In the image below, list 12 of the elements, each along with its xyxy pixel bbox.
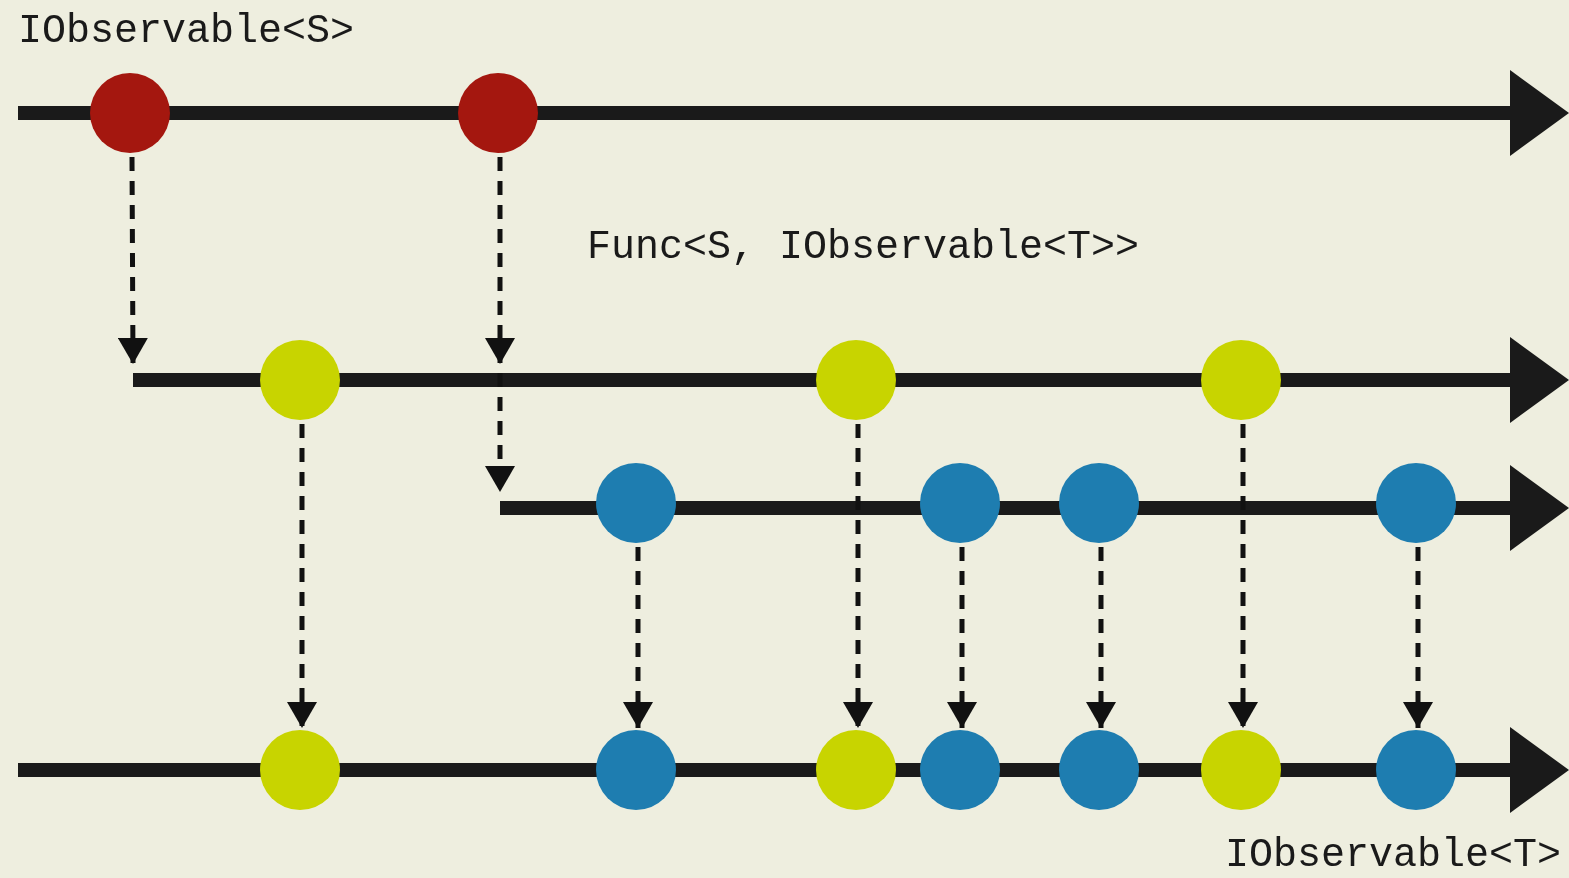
dashed-arrow <box>1086 547 1116 728</box>
dashed-arrow <box>843 424 873 728</box>
dashed-arrow <box>947 547 977 728</box>
type-label: IObservable<S> <box>18 10 355 54</box>
dashed-arrow <box>485 157 515 492</box>
type-label: Func<S, IObservable<T>> <box>587 226 1140 270</box>
type-label: IObservable<T> <box>1224 834 1561 878</box>
dashed-arrow <box>117 157 148 364</box>
dashed-arrow <box>1228 424 1258 728</box>
dashed-arrow <box>287 424 317 728</box>
dashed-arrow <box>623 547 653 728</box>
dashed-arrow <box>1403 547 1433 728</box>
